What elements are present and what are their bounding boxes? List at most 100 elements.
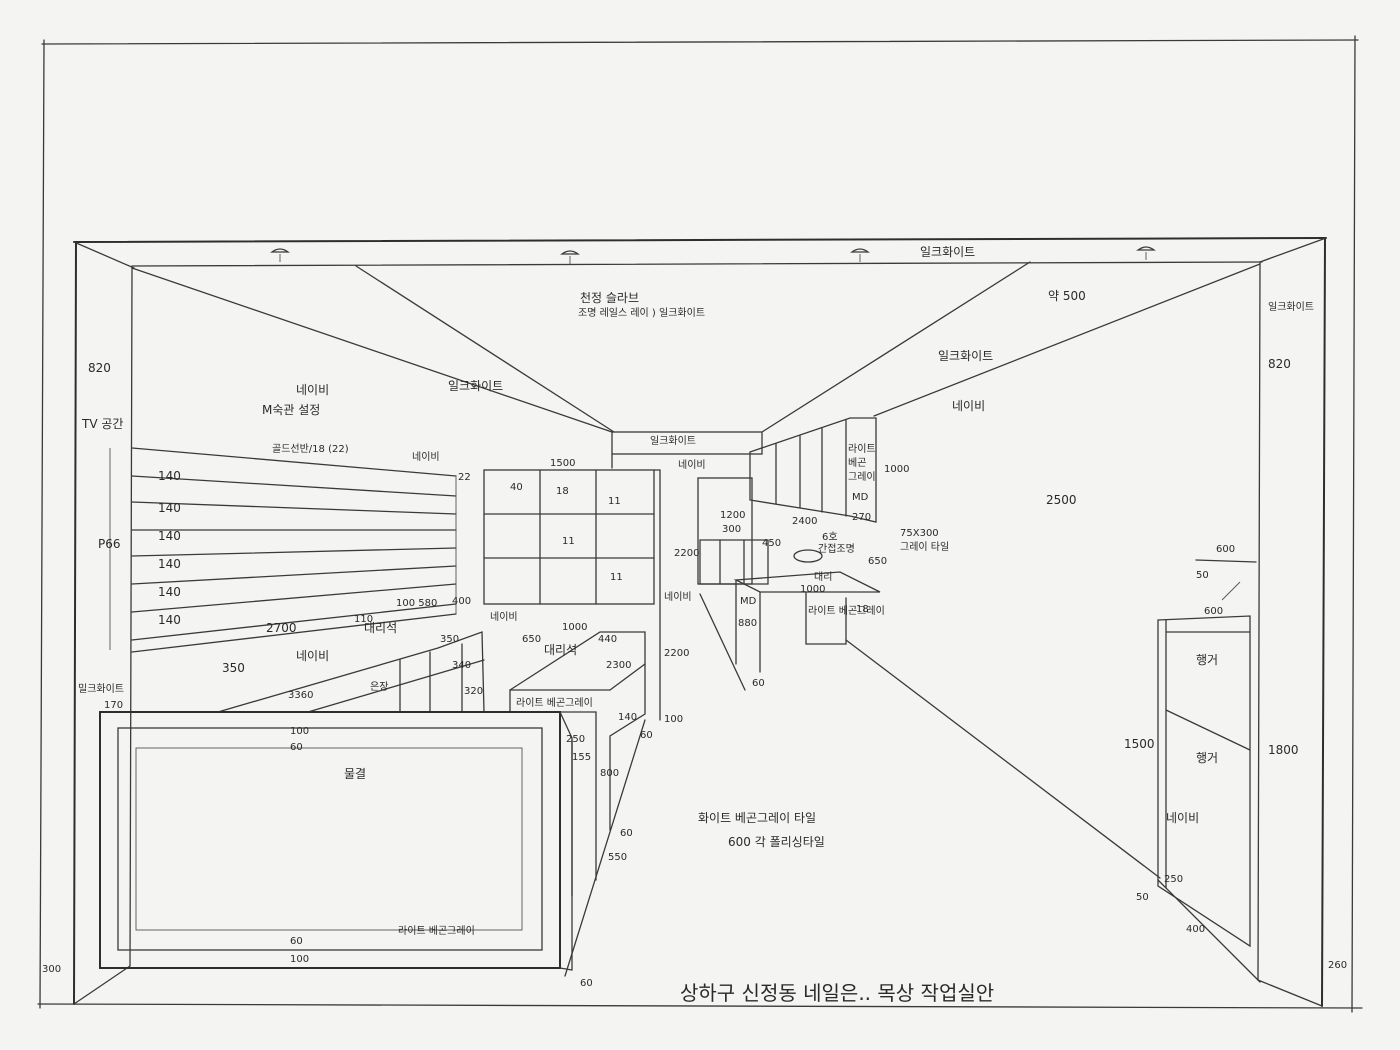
label-dim-650: 650 bbox=[868, 556, 887, 567]
label-dim-100-580: 100 580 bbox=[396, 598, 437, 609]
label-wardrobe-1800: 1800 bbox=[1268, 743, 1299, 757]
label-bench-1000: 1000 bbox=[800, 584, 825, 595]
label-dim-110: 110 bbox=[354, 614, 373, 625]
label-grid-11-a: 11 bbox=[608, 496, 621, 507]
label-navy-left-lower: 네이비 bbox=[296, 649, 329, 663]
label-floor-a: 화이트 베곤그레이 타일 bbox=[698, 811, 816, 825]
label-back-navy2: 네이비 bbox=[664, 591, 692, 603]
label-front-60-bot: 60 bbox=[290, 936, 303, 947]
label-ceiling-right-diag: 일크화이트 bbox=[938, 349, 993, 363]
label-wardrobe-250: 250 bbox=[1164, 874, 1183, 885]
label-milk-left-lower: 밀크화이트 bbox=[78, 683, 124, 695]
label-navy-small: 네이비 bbox=[412, 451, 440, 463]
label-bench-color: 라이트 베곤그레이 bbox=[808, 605, 885, 617]
label-front-300: 300 bbox=[42, 964, 61, 975]
label-grid-40: 40 bbox=[510, 482, 523, 493]
label-front-color: 라이트 베곤그레이 bbox=[398, 925, 475, 937]
label-wardrobe-50b: 50 bbox=[1136, 892, 1149, 903]
label-tile-a: 75X300 bbox=[900, 528, 939, 539]
back-cabinets bbox=[697, 417, 877, 585]
label-bench-60: 60 bbox=[752, 678, 765, 689]
label-upper-270: 270 bbox=[852, 512, 871, 523]
label-counter-3360: 3360 bbox=[288, 690, 313, 701]
label-wardrobe-1500: 1500 bbox=[1124, 737, 1155, 751]
label-dim-450: 450 bbox=[762, 538, 781, 549]
label-ceiling-back: 일크화이트 bbox=[650, 435, 696, 447]
label-grid-1000: 1000 bbox=[562, 622, 587, 633]
label-right-2500: 2500 bbox=[1046, 493, 1077, 507]
label-shelf-140-6: 140 bbox=[158, 613, 181, 627]
label-island-155: 155 bbox=[572, 752, 591, 763]
label-dim-170: 170 bbox=[104, 700, 123, 711]
label-wardrobe-400: 400 bbox=[1186, 924, 1205, 935]
label-island-250: 250 bbox=[566, 734, 585, 745]
label-bench-18: 18 bbox=[856, 604, 869, 615]
label-shelf-140-5: 140 bbox=[158, 585, 181, 599]
label-dim-300: 300 bbox=[722, 524, 741, 535]
label-tv-space: TV 공간 bbox=[81, 417, 123, 431]
label-dim-2200-a: 2200 bbox=[674, 548, 699, 559]
grid-shelving-unit bbox=[483, 469, 661, 721]
front-desk bbox=[99, 711, 573, 971]
label-back-navy: 네이비 bbox=[678, 459, 706, 471]
label-grid-400: 400 bbox=[452, 596, 471, 607]
label-island-550: 550 bbox=[608, 852, 627, 863]
label-right-navy: 네이비 bbox=[952, 399, 985, 413]
label-wall-left-height: 820 bbox=[88, 361, 111, 375]
label-shelf-140-1: 140 bbox=[158, 469, 181, 483]
sink-bench bbox=[733, 549, 881, 673]
label-bench-880: 880 bbox=[738, 618, 757, 629]
label-island-color: 라이트 베곤그레이 bbox=[516, 697, 593, 709]
label-upper-md: MD bbox=[852, 492, 869, 503]
label-shelf-gold: 골드선반/18 (22) bbox=[272, 443, 349, 455]
label-shelf-140-3: 140 bbox=[158, 529, 181, 543]
label-ceiling-left-diag: 일크화이트 bbox=[448, 379, 503, 393]
label-dim-1200: 1200 bbox=[720, 510, 745, 521]
label-dim-260: 260 bbox=[1328, 960, 1347, 971]
outer-frame bbox=[37, 35, 1363, 1013]
label-wall-left-light: M숙관 설정 bbox=[262, 403, 320, 417]
label-island-2300: 2300 bbox=[606, 660, 631, 671]
label-sink-lbl: 간접조명 bbox=[818, 543, 855, 555]
label-tile-b: 그레이 타일 bbox=[900, 541, 949, 553]
label-wall-right-top: 일크화이트 bbox=[1268, 301, 1314, 313]
label-island-800: 800 bbox=[600, 768, 619, 779]
label-island-100: 100 bbox=[664, 714, 683, 725]
label-hanger-a: 행거 bbox=[1196, 652, 1218, 667]
label-ceiling-right-top: 일크화이트 bbox=[920, 245, 975, 259]
label-grid-11-b: 11 bbox=[562, 536, 575, 547]
label-grid-11-c: 11 bbox=[610, 572, 623, 583]
label-dim-2200-b: 2200 bbox=[664, 648, 689, 659]
label-dim-approx500: 약 500 bbox=[1048, 288, 1086, 303]
label-counter-metal: 은장 bbox=[370, 681, 388, 693]
label-front-mul: 물결 bbox=[344, 767, 366, 781]
label-island-140: 140 bbox=[618, 712, 637, 723]
label-hanger-b: 행거 bbox=[1196, 750, 1218, 765]
label-counter-340: 340 bbox=[452, 660, 471, 671]
label-grid-1500: 1500 bbox=[550, 458, 575, 469]
label-island-60a: 60 bbox=[620, 828, 633, 839]
label-dim-350-left: 350 bbox=[222, 661, 245, 675]
left-counter bbox=[217, 631, 485, 713]
label-grid-18: 18 bbox=[556, 486, 569, 497]
label-wall-left-navy: 네이비 bbox=[296, 383, 329, 397]
label-grid-navy: 네이비 bbox=[490, 611, 518, 623]
label-upper-1000: 1000 bbox=[884, 464, 909, 475]
label-grid-650: 650 bbox=[522, 634, 541, 645]
label-bench-md: MD bbox=[740, 596, 757, 607]
left-wall-shelves bbox=[109, 447, 457, 653]
label-shelf-140-2: 140 bbox=[158, 501, 181, 515]
label-front-60-corner: 60 bbox=[580, 978, 593, 989]
label-p66: P66 bbox=[98, 537, 121, 551]
ceiling-downlights bbox=[270, 246, 1156, 264]
drawing-title: 상하구 신정동 네일은.. 목상 작업실안 bbox=[680, 981, 994, 1005]
label-counter-320: 320 bbox=[464, 686, 483, 697]
label-counter-marble: 대리석 bbox=[364, 621, 397, 635]
label-sink-label2: 6호 bbox=[822, 531, 838, 543]
label-dim-2400: 2400 bbox=[792, 516, 817, 527]
right-wardrobe bbox=[1157, 559, 1257, 948]
label-upper-color-c: 그레이 bbox=[848, 471, 876, 483]
label-front-100-bot: 100 bbox=[290, 954, 309, 965]
